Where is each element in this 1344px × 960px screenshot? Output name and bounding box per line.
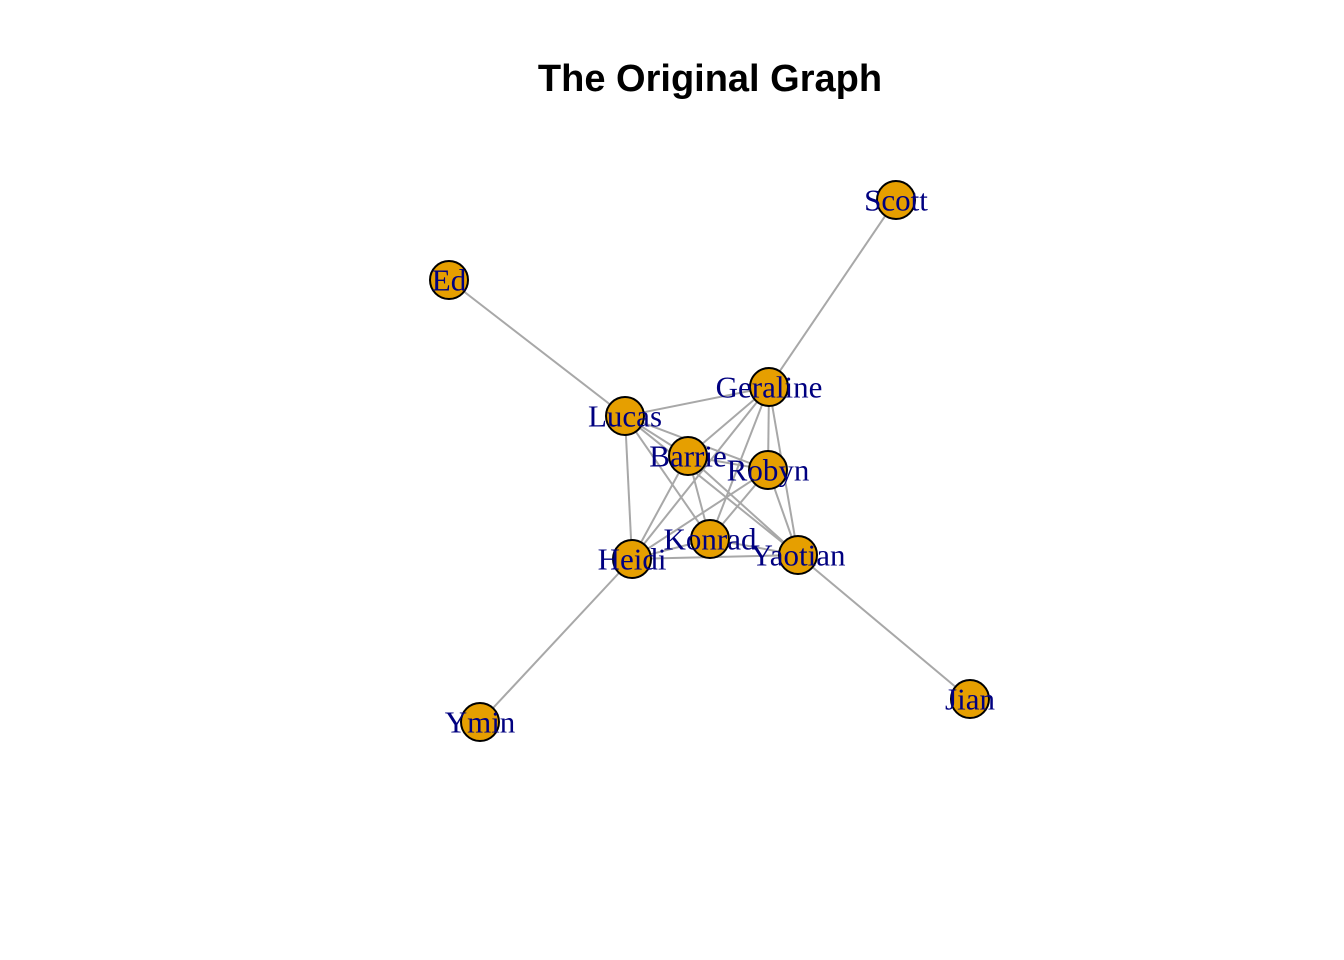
edge-jian-yaotian: [797, 554, 971, 700]
edge-lucas-yaotian: [624, 415, 799, 556]
nodes-layer: [429, 180, 990, 742]
edge-scott-geraline: [768, 199, 897, 388]
node-robyn: [748, 450, 788, 490]
node-scott: [876, 180, 916, 220]
node-label-heidi: Heidi: [598, 542, 667, 577]
node-label-barrie: Barrie: [649, 439, 726, 474]
node-ed: [429, 260, 469, 300]
node-lucas: [605, 396, 645, 436]
node-heidi: [612, 539, 652, 579]
node-label-konrad: Konrad: [664, 522, 757, 557]
edge-lucas-konrad: [624, 415, 711, 540]
node-label-geraline: Geraline: [716, 370, 823, 405]
edge-geraline-konrad: [709, 386, 770, 540]
node-label-ed: Ed: [432, 263, 467, 298]
edge-ymin-heidi: [479, 558, 633, 723]
edge-lucas-heidi: [624, 415, 633, 560]
edge-robyn-heidi: [631, 469, 769, 560]
node-label-robyn: Robyn: [727, 453, 810, 488]
node-label-ymin: Ymin: [445, 705, 516, 740]
node-label-scott: Scott: [864, 183, 928, 218]
node-konrad: [690, 519, 730, 559]
edge-ed-lucas: [448, 279, 626, 417]
edge-barrie-yaotian: [687, 455, 799, 556]
edge-lucas-geraline: [624, 386, 770, 417]
node-geraline: [749, 367, 789, 407]
node-label-yaotian: Yaotian: [750, 538, 846, 573]
node-yaotian: [778, 535, 818, 575]
node-label-jian: Jian: [945, 682, 995, 717]
edge-geraline-heidi: [631, 386, 770, 560]
node-label-lucas: Lucas: [588, 399, 662, 434]
node-barrie: [668, 436, 708, 476]
node-jian: [950, 679, 990, 719]
node-ymin: [460, 702, 500, 742]
